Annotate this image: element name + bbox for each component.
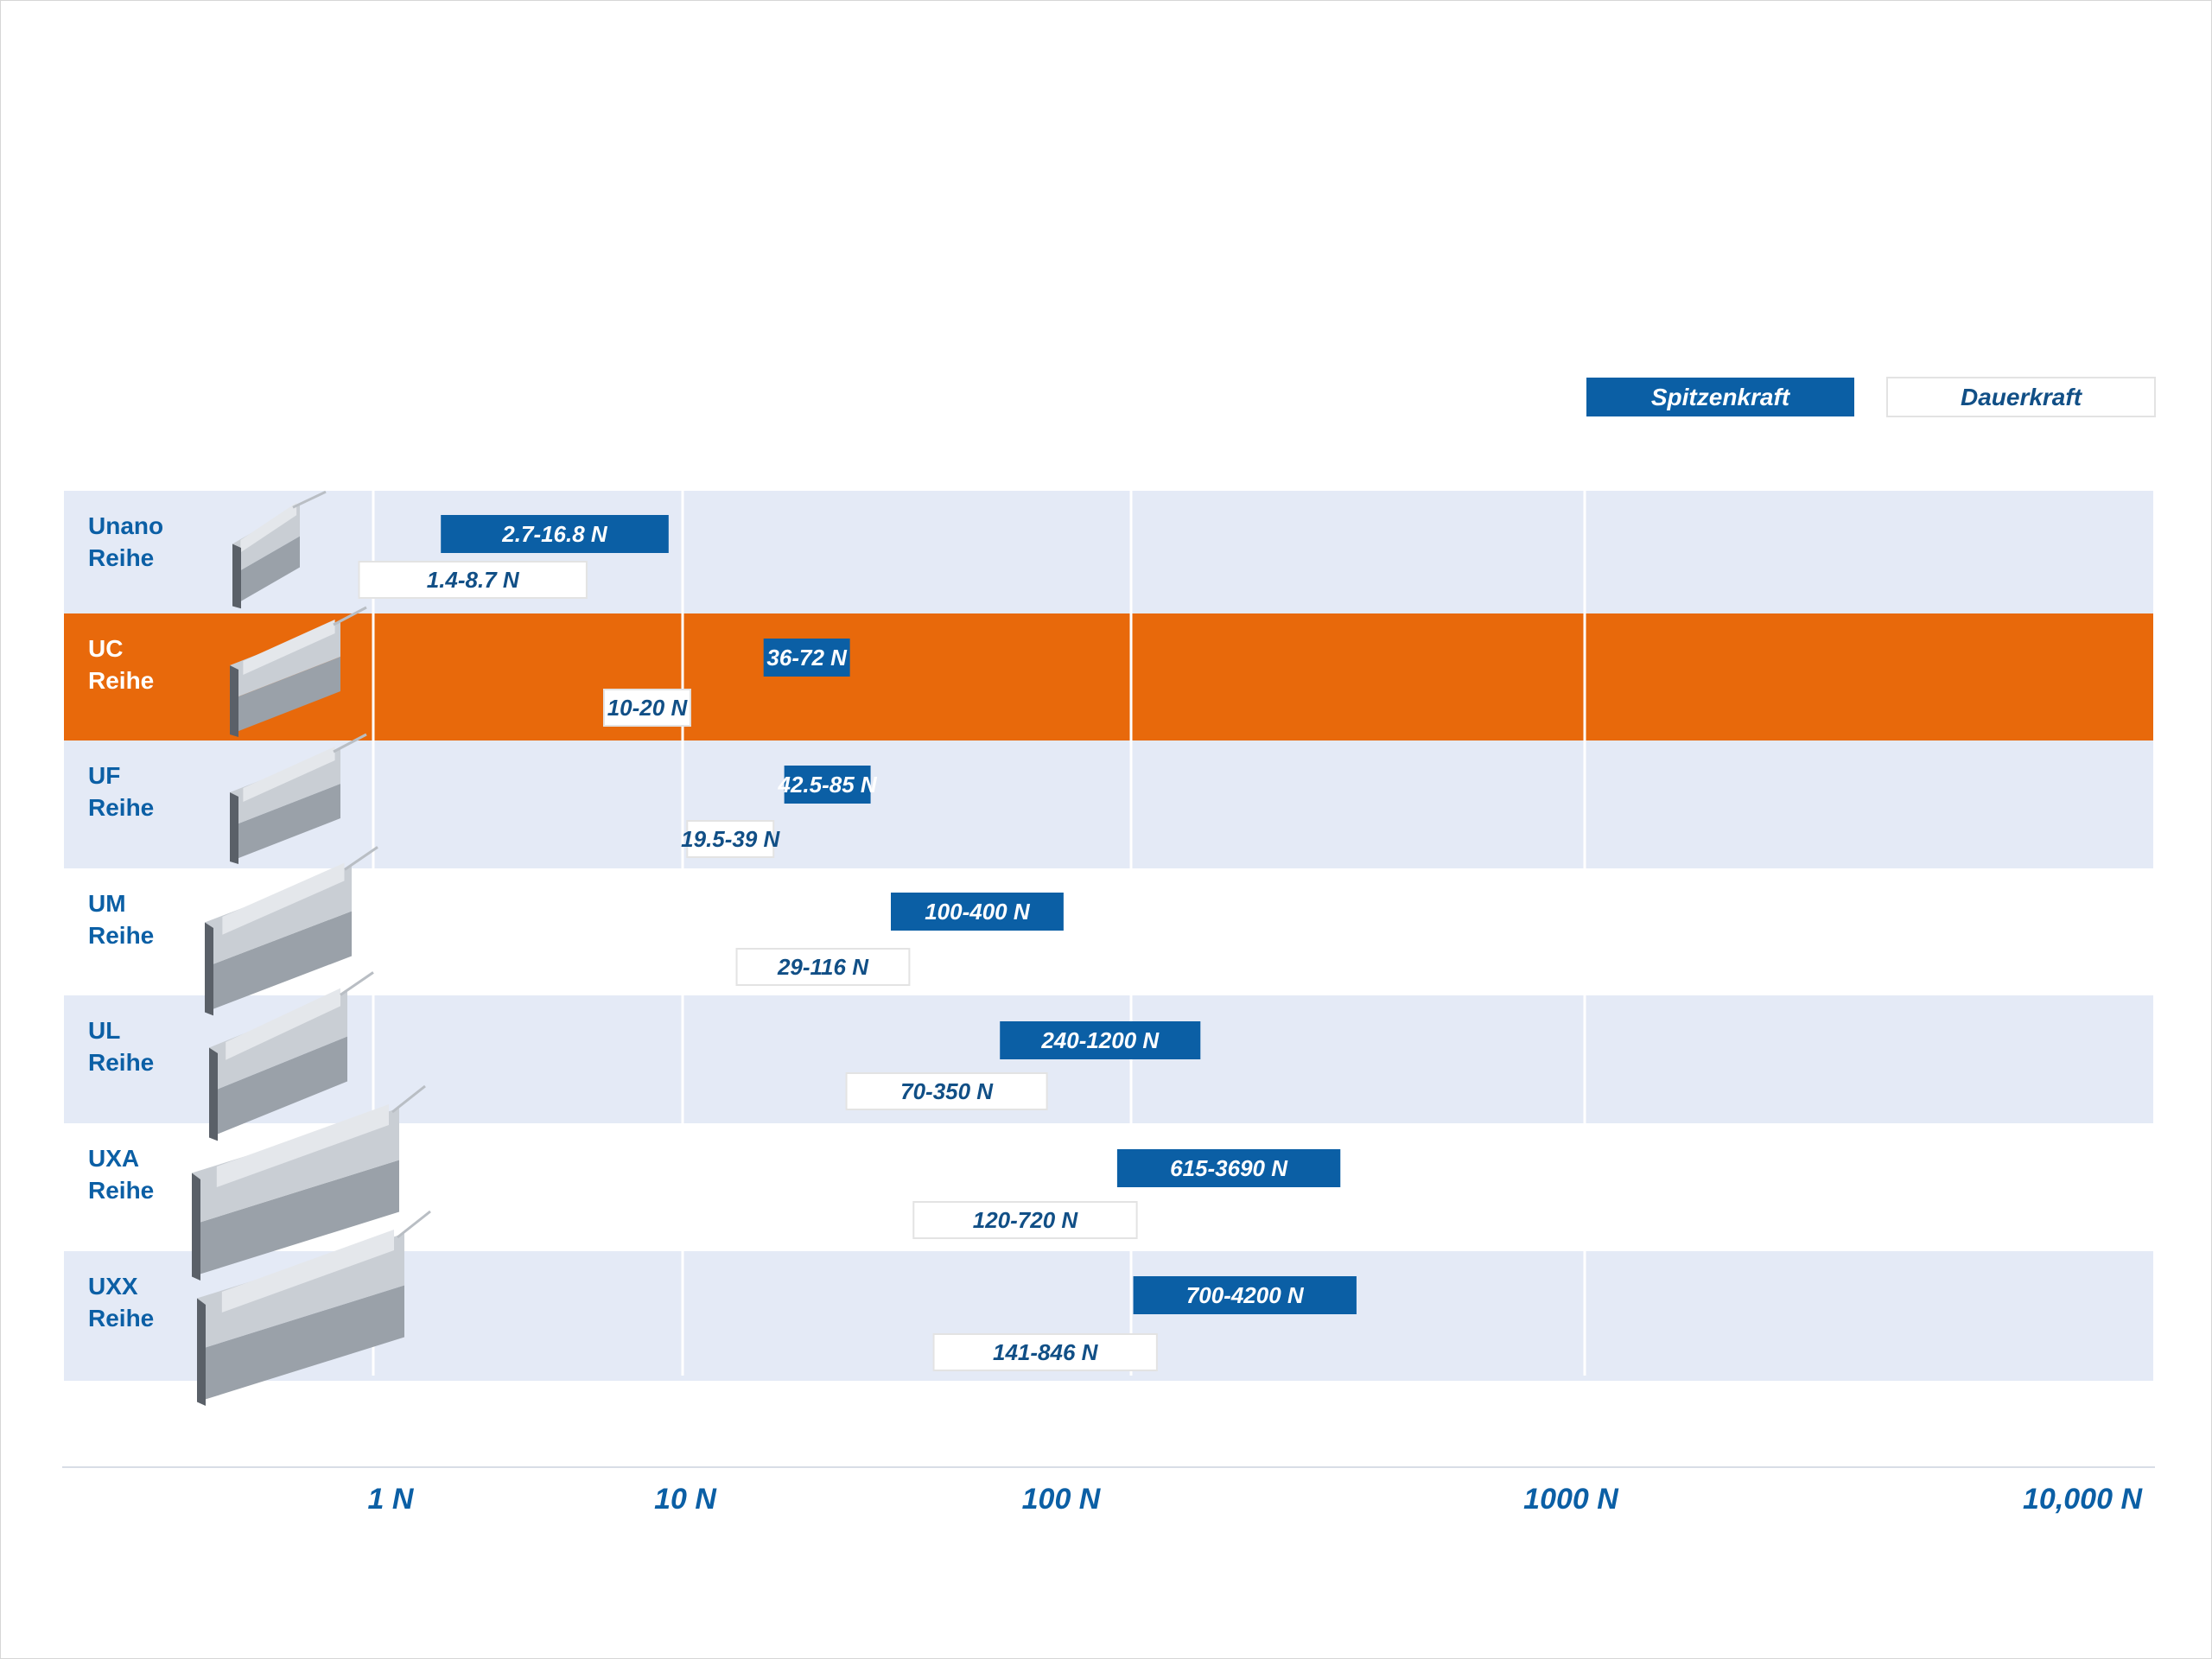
category-name: UM (88, 890, 126, 917)
continuous-force-bar (735, 948, 911, 986)
product-image (192, 1084, 426, 1281)
product-image (230, 606, 367, 737)
continuous-force-bar (932, 1333, 1158, 1371)
category-label: UC Reihe (88, 635, 154, 694)
category-name: UXX (88, 1273, 138, 1300)
category-name: UC (88, 635, 123, 662)
product-image (205, 846, 378, 1016)
x-tick-label: 1 N (368, 1483, 415, 1516)
category-suffix: Reihe (88, 794, 154, 821)
category-suffix: Reihe (88, 544, 154, 571)
category-name: UL (88, 1017, 120, 1044)
x-tick-label: 100 N (1022, 1483, 1102, 1516)
x-tick-label: 10,000 N (2023, 1483, 2143, 1516)
continuous-force-label: 120-720 N (973, 1207, 1079, 1233)
x-tick-label: 1000 N (1523, 1483, 1619, 1516)
peak-force-label: 100-400 N (925, 899, 1031, 925)
category-name: UF (88, 762, 120, 789)
legend: Spitzenkraft Dauerkraft (1586, 377, 2156, 417)
peak-force-label: 615-3690 N (1170, 1155, 1288, 1181)
product-image (232, 490, 327, 609)
continuous-force-bar (603, 689, 691, 727)
category-name: UXA (88, 1145, 139, 1172)
peak-force-label: 42.5-85 N (778, 772, 878, 798)
continuous-force-bar (912, 1201, 1138, 1239)
category-suffix: Reihe (88, 1305, 154, 1332)
legend-swatch-peak (1586, 378, 1854, 416)
category-suffix: Reihe (88, 667, 154, 694)
peak-force-bar (441, 515, 669, 553)
product-image (230, 733, 367, 864)
continuous-force-label: 10-20 N (607, 695, 689, 721)
category-label: UXX Reihe (88, 1273, 154, 1332)
category-label: UM Reihe (88, 890, 154, 949)
legend-swatch-continuous (1886, 377, 2156, 417)
continuous-force-label: 1.4-8.7 N (427, 567, 520, 593)
continuous-force-bar (358, 561, 588, 599)
category-label: UL Reihe (88, 1017, 154, 1076)
continuous-force-bar (845, 1072, 1048, 1110)
continuous-force-label: 29-116 N (777, 954, 869, 980)
category-label: UXA Reihe (88, 1145, 154, 1204)
category-suffix: Reihe (88, 1049, 154, 1076)
legend-label: Dauerkraft (1961, 384, 2083, 410)
peak-force-bar (1133, 1276, 1357, 1314)
peak-force-bar (1116, 1149, 1341, 1187)
peak-force-bar (891, 893, 1064, 931)
peak-force-bar (763, 639, 850, 677)
peak-force-label: 2.7-16.8 N (501, 521, 608, 547)
peak-force-bar (1000, 1021, 1201, 1059)
category-name: Unano (88, 512, 163, 539)
continuous-force-label: 70-350 N (900, 1078, 994, 1104)
product-image (209, 971, 374, 1141)
continuous-force-label: 141-846 N (993, 1339, 1099, 1365)
category-suffix: Reihe (88, 922, 154, 949)
legend-label: Spitzenkraft (1651, 384, 1791, 410)
row-background (64, 613, 2153, 741)
category-suffix: Reihe (88, 1177, 154, 1204)
x-tick-label: 10 N (654, 1483, 717, 1516)
category-label: UF Reihe (88, 762, 154, 821)
peak-force-label: 36-72 N (766, 645, 848, 671)
row-background (64, 868, 2153, 995)
peak-force-bar (784, 766, 871, 804)
continuous-force-bar (686, 820, 775, 858)
peak-force-label: 240-1200 N (1040, 1027, 1160, 1053)
peak-force-label: 700-4200 N (1186, 1282, 1305, 1308)
product-image (197, 1210, 431, 1406)
row-background (64, 741, 2153, 868)
continuous-force-label: 19.5-39 N (681, 826, 780, 852)
